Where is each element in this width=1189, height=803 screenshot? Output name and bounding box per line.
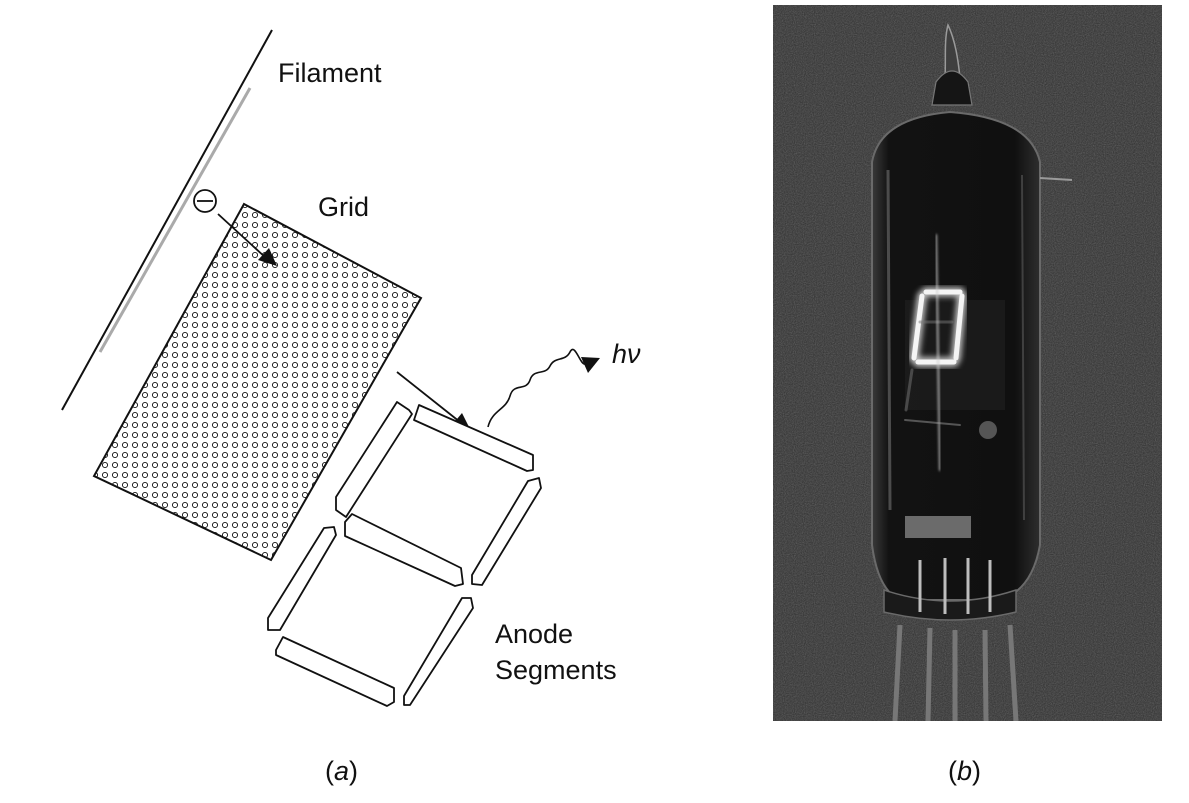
filament [61,29,273,411]
segment-bottom [275,636,395,707]
anode-segments [267,401,542,707]
anode-label-line1: Anode [495,619,573,649]
photon-wave-icon [487,348,600,428]
tube-exhaust-tip [931,22,973,106]
tube-label-plate [905,516,971,538]
tube-base [883,558,1019,721]
segment-upper-left [335,401,413,518]
photon-label: hν [612,339,641,369]
anode-label-line2: Segments [495,655,617,685]
vfd-photo [773,5,1162,721]
caption-b: (b) [948,756,981,786]
glowing-digit-9 [904,234,967,471]
caption-a: (a) [325,756,358,786]
filament-label: Filament [278,58,382,88]
segment-top [413,404,534,472]
grid-label: Grid [318,192,369,222]
grid-mesh [92,202,423,562]
segment-lower-left [267,526,337,631]
electron-minus-icon [193,189,217,213]
schematic-panel: Filament Grid hν [61,29,641,786]
segment-middle [344,513,464,587]
segment-lower-right [403,597,474,706]
segment-upper-right [471,477,542,586]
